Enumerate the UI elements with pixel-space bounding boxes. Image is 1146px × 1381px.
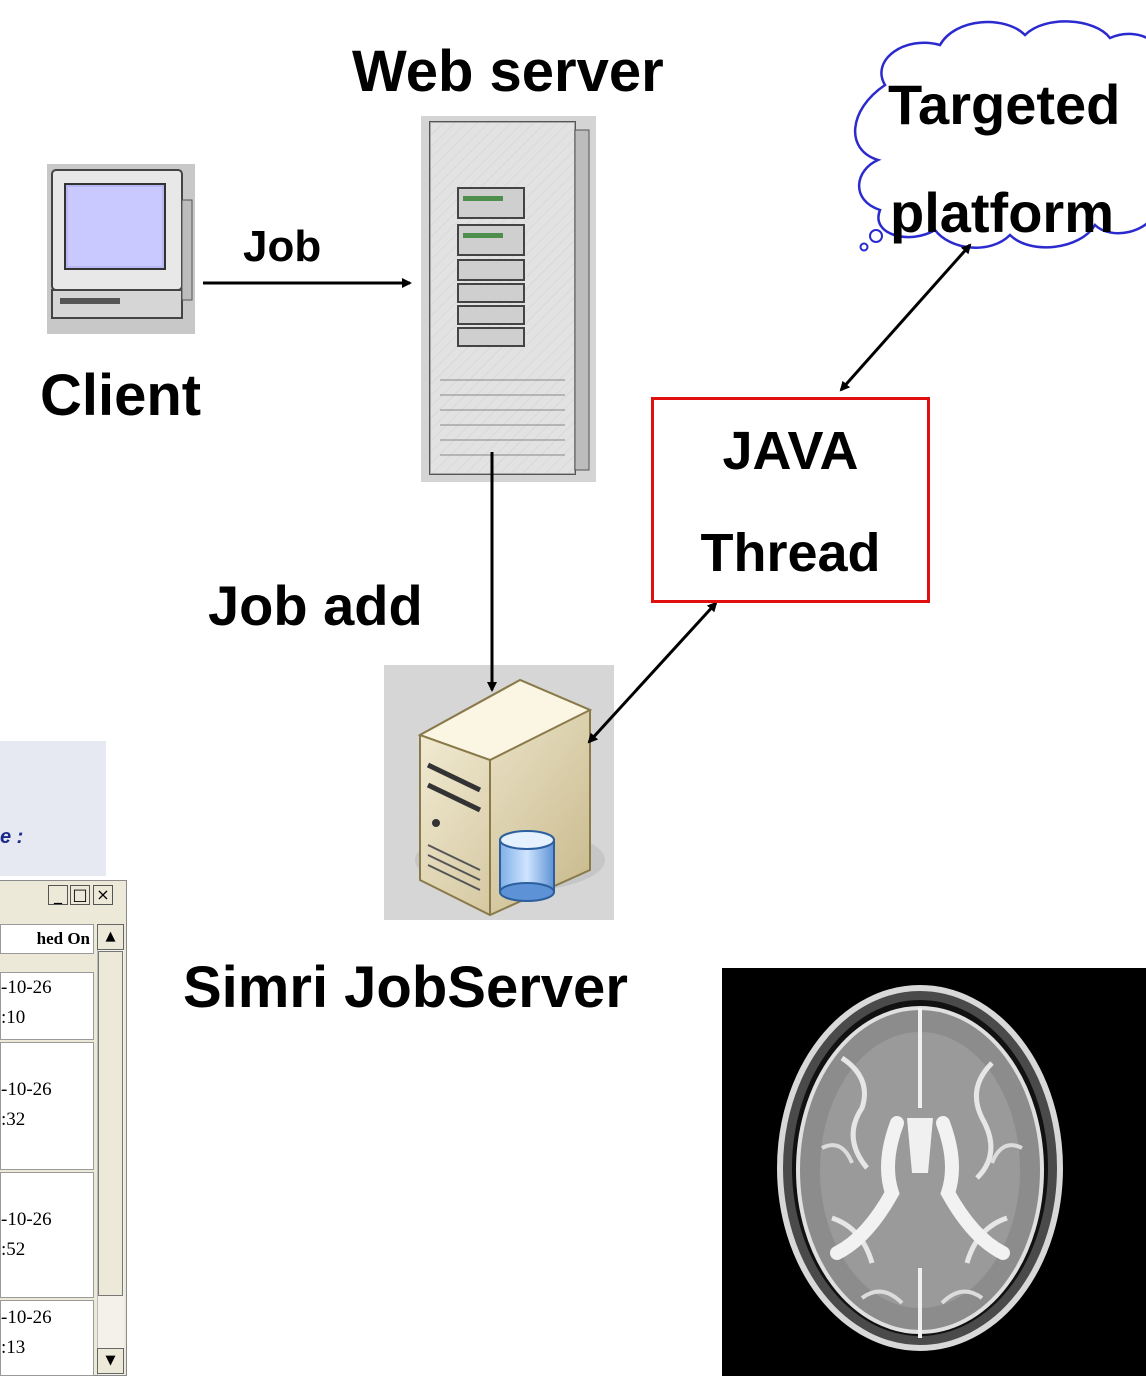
mri-brain-image	[722, 968, 1146, 1376]
cloud-puff-tiny	[859, 242, 869, 252]
jobserver-thread-arrow	[587, 601, 718, 744]
web-server-tower-icon	[421, 116, 596, 482]
row-time: :13	[1, 1337, 26, 1358]
row-date: -10-26	[1, 1079, 52, 1100]
client-label: Client	[40, 363, 202, 428]
web-page-fragment	[0, 741, 106, 876]
cloud-label-line1: Targeted	[888, 73, 1121, 136]
table-row: -10-26 :52	[0, 1172, 94, 1298]
table-row: -10-26 :13	[0, 1300, 94, 1376]
mri-brain-drawing	[777, 985, 1063, 1351]
java-thread-label-line2: Thread	[700, 523, 881, 583]
row-date: -10-26	[1, 977, 52, 998]
row-time: :10	[1, 1007, 26, 1028]
scroll-thumb[interactable]	[98, 951, 123, 1296]
jobserver-label: Simri JobServer	[183, 955, 628, 1020]
web-page-fragment-text: e :	[0, 826, 24, 848]
row-date: -10-26	[1, 1209, 52, 1230]
maximize-button[interactable]: □	[70, 885, 90, 905]
cloud-puff-small	[869, 229, 883, 243]
scroll-down-button[interactable]: ▼	[97, 1348, 124, 1374]
jobserver-database-icon	[384, 665, 614, 920]
close-button[interactable]: ×	[93, 885, 113, 905]
job-add-label: Job add	[208, 574, 423, 637]
cloud-icon	[853, 20, 1146, 249]
client-computer-icon	[47, 164, 195, 334]
row-time: :52	[1, 1239, 26, 1260]
java-thread-box: JAVA Thread	[651, 397, 930, 603]
java-thread-label-line1: JAVA	[722, 421, 859, 481]
minimize-button[interactable]: _	[48, 885, 68, 905]
finished-on-column-header[interactable]: hed On	[0, 924, 94, 954]
table-row: -10-26 :10	[0, 972, 94, 1040]
job-label: Job	[243, 222, 322, 271]
scroll-up-button[interactable]: ▲	[97, 924, 124, 950]
thread-platform-arrow	[839, 243, 972, 392]
row-time: :32	[1, 1109, 26, 1130]
cloud-label-line2: platform	[890, 181, 1114, 244]
table-row: -10-26 :32	[0, 1042, 94, 1170]
row-date: -10-26	[1, 1307, 52, 1328]
web-server-label: Web server	[352, 39, 664, 104]
